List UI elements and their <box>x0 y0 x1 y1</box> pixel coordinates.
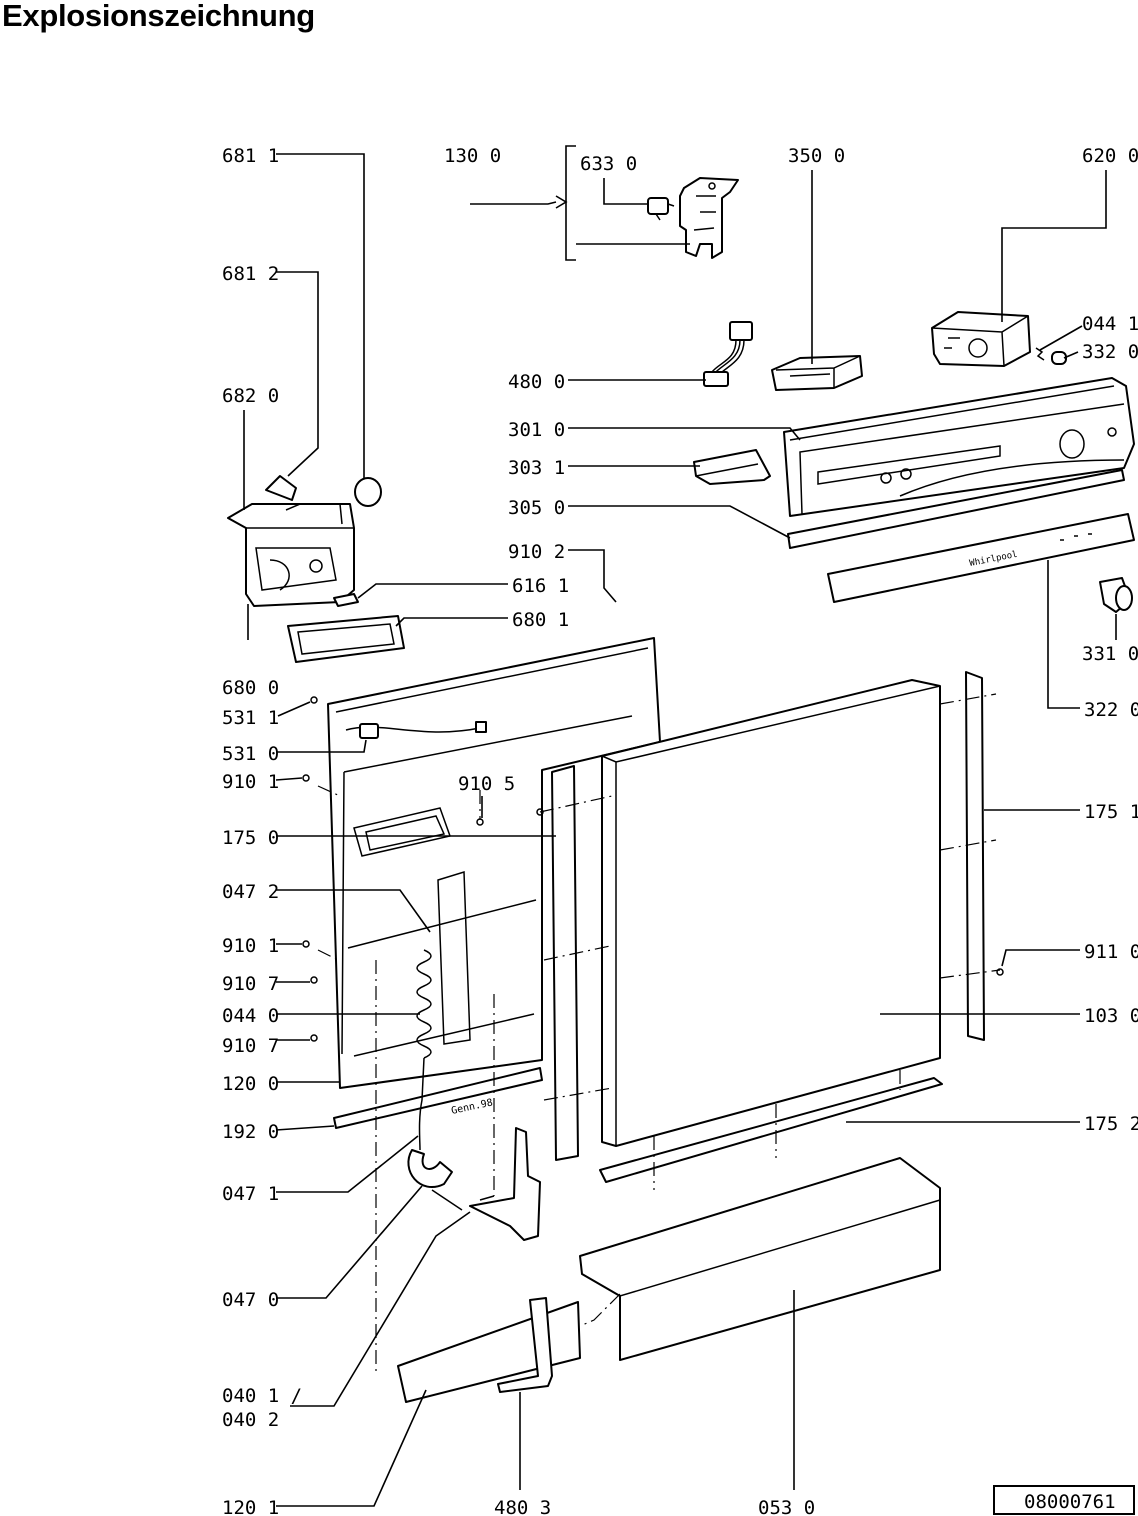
callout-303-1: 303 1 <box>508 457 565 479</box>
callout-labels: 681 1 130 0 633 0 350 0 620 0 681 2 044 … <box>222 145 1138 1516</box>
callout-175-2: 175 2 <box>1084 1113 1138 1135</box>
callout-332-0: 332 0 <box>1082 341 1138 363</box>
callout-053-0: 053 0 <box>758 1497 815 1516</box>
cable-harness-part <box>703 321 753 387</box>
bottom-trim-part <box>599 1077 943 1183</box>
callout-480-3: 480 3 <box>494 1497 551 1516</box>
callout-120-1: 120 1 <box>222 1497 279 1516</box>
right-side-trim-part <box>965 671 985 1041</box>
kick-plate-part <box>579 1157 941 1361</box>
bottom-plate-part <box>397 1301 581 1403</box>
detergent-dispenser-part <box>227 503 355 607</box>
callout-681-1: 681 1 <box>222 145 279 167</box>
reference-code-box: 08000761 <box>993 1485 1135 1515</box>
callout-040-1: 040 1 / <box>222 1385 302 1407</box>
callout-531-1: 531 1 <box>222 707 279 729</box>
callout-301-0: 301 0 <box>508 419 565 441</box>
screws <box>302 696 1004 1042</box>
callout-103-0: 103 0 <box>1084 1005 1138 1027</box>
door-handle-part <box>693 449 771 485</box>
front-strip-part: Whirlpool <box>827 513 1135 603</box>
callout-616-1: 616 1 <box>512 575 569 597</box>
round-seal-part <box>354 477 382 507</box>
reference-code: 08000761 <box>1024 1491 1116 1513</box>
callout-620-0: 620 0 <box>1082 145 1138 167</box>
callout-130-0: 130 0 <box>444 145 501 167</box>
callout-910-1b: 910 1 <box>222 935 279 957</box>
small-cover-part <box>333 593 359 607</box>
door-hinge-part <box>469 1127 541 1241</box>
callout-910-1a: 910 1 <box>222 771 279 793</box>
electronic-board-part <box>771 355 863 391</box>
callout-322-0: 322 0 <box>1084 699 1138 721</box>
callout-175-1: 175 1 <box>1084 801 1138 823</box>
control-panel-part <box>783 377 1135 517</box>
callout-044-0: 044 0 <box>222 1005 279 1027</box>
alignment-lines <box>317 693 1001 1376</box>
hinge-bracket-part <box>679 177 739 259</box>
callout-047-2: 047 2 <box>222 881 279 903</box>
callout-305-0: 305 0 <box>508 497 565 519</box>
page-title: Explosionszeichnung <box>2 0 315 33</box>
callout-040-2: 040 2 <box>222 1409 279 1431</box>
door-spring-part <box>416 949 432 1151</box>
outer-door-panel-part <box>601 679 941 1147</box>
inner-door-panel-part <box>327 637 661 1089</box>
callout-192-0: 192 0 <box>222 1121 279 1143</box>
callout-480-0: 480 0 <box>508 371 565 393</box>
callout-910-5: 910 5 <box>458 773 515 795</box>
callout-910-7a: 910 7 <box>222 973 279 995</box>
callout-531-0: 531 0 <box>222 743 279 765</box>
callout-680-0: 680 0 <box>222 677 279 699</box>
leader-lines <box>243 145 1117 1507</box>
dispenser-gasket-part <box>287 615 405 663</box>
dispenser-lid-part <box>265 475 297 501</box>
callout-120-0: 120 0 <box>222 1073 279 1095</box>
callout-910-7b: 910 7 <box>222 1035 279 1057</box>
angle-bracket-part <box>497 1297 553 1393</box>
callout-911-0: 911 0 <box>1084 941 1138 963</box>
callout-681-2: 681 2 <box>222 263 279 285</box>
callout-910-2: 910 2 <box>508 541 565 563</box>
knob-cap-part <box>1051 351 1067 365</box>
microswitch-part <box>647 197 675 221</box>
callout-047-1: 047 1 <box>222 1183 279 1205</box>
callout-047-0: 047 0 <box>222 1289 279 1311</box>
panel-trim-part <box>787 469 1125 549</box>
callout-680-1: 680 1 <box>512 609 569 631</box>
callout-350-0: 350 0 <box>788 145 845 167</box>
rotary-knob-part <box>1099 577 1133 613</box>
callout-331-0: 331 0 <box>1082 643 1138 665</box>
callout-682-0: 682 0 <box>222 385 279 407</box>
control-module-part <box>931 311 1031 367</box>
callout-175-0: 175 0 <box>222 827 279 849</box>
spring-holder-part <box>407 1149 463 1211</box>
callout-633-0: 633 0 <box>580 153 637 175</box>
spring-part <box>1035 347 1045 361</box>
callout-044-1: 044 1 <box>1082 313 1138 335</box>
left-side-trim-part <box>551 765 579 1161</box>
